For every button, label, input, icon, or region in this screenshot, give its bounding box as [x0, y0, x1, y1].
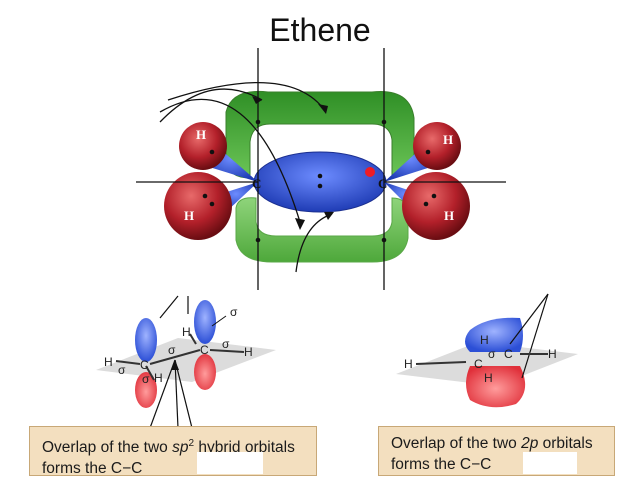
- hydrogen-upper-left: [179, 122, 227, 170]
- carbon-label-left: C: [252, 176, 261, 191]
- caption-2p-overlap: Overlap of the two 2p orbitals forms the…: [378, 426, 615, 476]
- c-label-c: C: [474, 357, 483, 371]
- c-label-a: C: [140, 358, 149, 372]
- sigma-4: σ: [222, 337, 230, 351]
- p-lobe-up-right: [194, 300, 216, 344]
- sigma-6: σ: [488, 347, 496, 361]
- h-label-e: H: [404, 357, 413, 371]
- hydrogen-label-ul: H: [196, 127, 206, 142]
- h-label-g: H: [484, 371, 493, 385]
- caption-left-line2: forms the C−C: [42, 460, 143, 478]
- caption-sp2-overlap: Overlap of the two sp2 hybrid orbitals f…: [29, 426, 317, 478]
- h-label-c: H: [182, 325, 191, 339]
- h-label-a: H: [104, 355, 113, 369]
- h-label-b: H: [154, 371, 163, 385]
- hydrogen-label-ur: H: [443, 132, 453, 147]
- sigma-1: σ: [118, 363, 126, 377]
- hydrogen-lower-left: [164, 172, 232, 240]
- h-label-d: H: [244, 345, 253, 359]
- h-label-f: H: [480, 333, 489, 347]
- cc-sigma-bond: [253, 151, 387, 213]
- pi-overlap-upper: [465, 317, 523, 352]
- h-label-h: H: [548, 347, 557, 361]
- sigma-2: σ: [142, 372, 150, 386]
- hydrogen-lower-right: [402, 172, 470, 240]
- carbon-label-right: C: [378, 176, 387, 191]
- pi-overlap-lower: [466, 366, 526, 408]
- answer-blank-right: [523, 452, 577, 474]
- caption-right-line1: Overlap of the two 2p orbitals: [391, 435, 593, 452]
- c-label-b: C: [200, 343, 209, 357]
- caption-right-line2: forms the C−C: [391, 456, 492, 473]
- page-title: Ethene: [269, 12, 371, 48]
- marker-dot: [365, 167, 375, 177]
- sigma-5: σ: [230, 305, 238, 319]
- answer-blank-left: [197, 452, 263, 474]
- hydrogen-label-lr: H: [444, 208, 454, 223]
- molecular-plane-left: [96, 338, 276, 382]
- c-label-d: C: [504, 347, 513, 361]
- hydrogen-label-ll: H: [184, 208, 194, 223]
- hydrogen-upper-right: [413, 122, 461, 170]
- sigma-3: σ: [168, 343, 176, 357]
- p-lobe-down-left: [135, 372, 157, 408]
- p-lobe-down-right: [194, 354, 216, 390]
- p-lobe-up-left: [135, 318, 157, 362]
- pi-bond-lower-lobe: [235, 197, 409, 263]
- caption-left-line1: Overlap of the two sp2 hybrid orbitals: [42, 438, 295, 457]
